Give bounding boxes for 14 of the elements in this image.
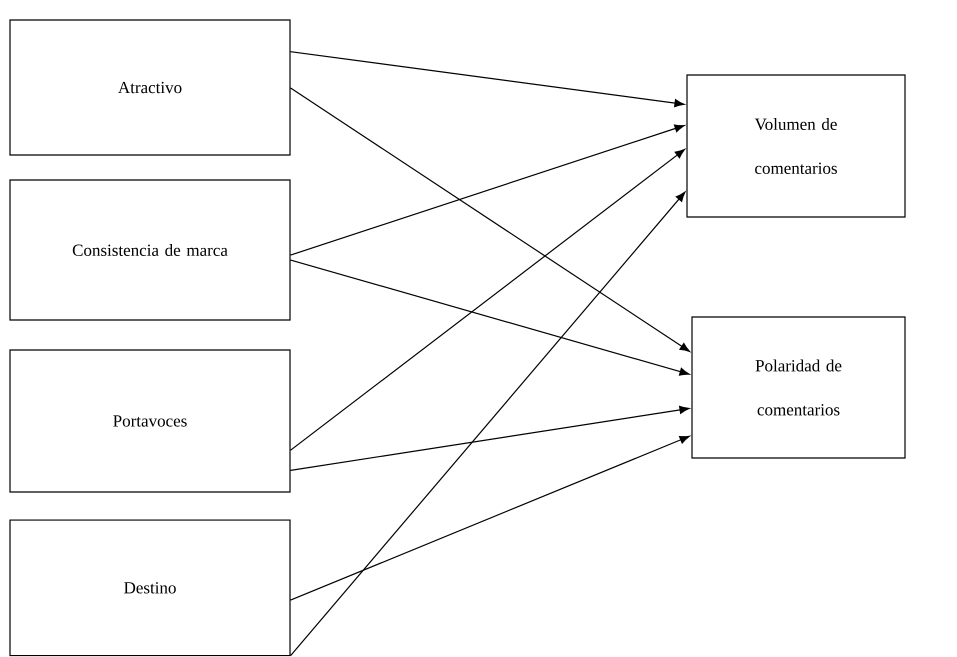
- process-box: Atractivo: [9, 19, 291, 156]
- arrow: [290, 259, 690, 376]
- arrow: [290, 406, 690, 471]
- arrow: [290, 88, 690, 352]
- process-box: Portavoces: [9, 349, 291, 493]
- process-box: Volumen de comentarios: [686, 74, 906, 218]
- arrow: [290, 51, 685, 108]
- process-box: Polaridad de comentarios: [691, 316, 906, 459]
- arrow: [290, 436, 690, 601]
- process-box: Destino: [9, 519, 291, 656]
- arrow: [290, 192, 686, 656]
- arrow: [290, 148, 686, 451]
- arrow: [290, 124, 685, 256]
- process-box: Consistencia de marca: [9, 179, 291, 321]
